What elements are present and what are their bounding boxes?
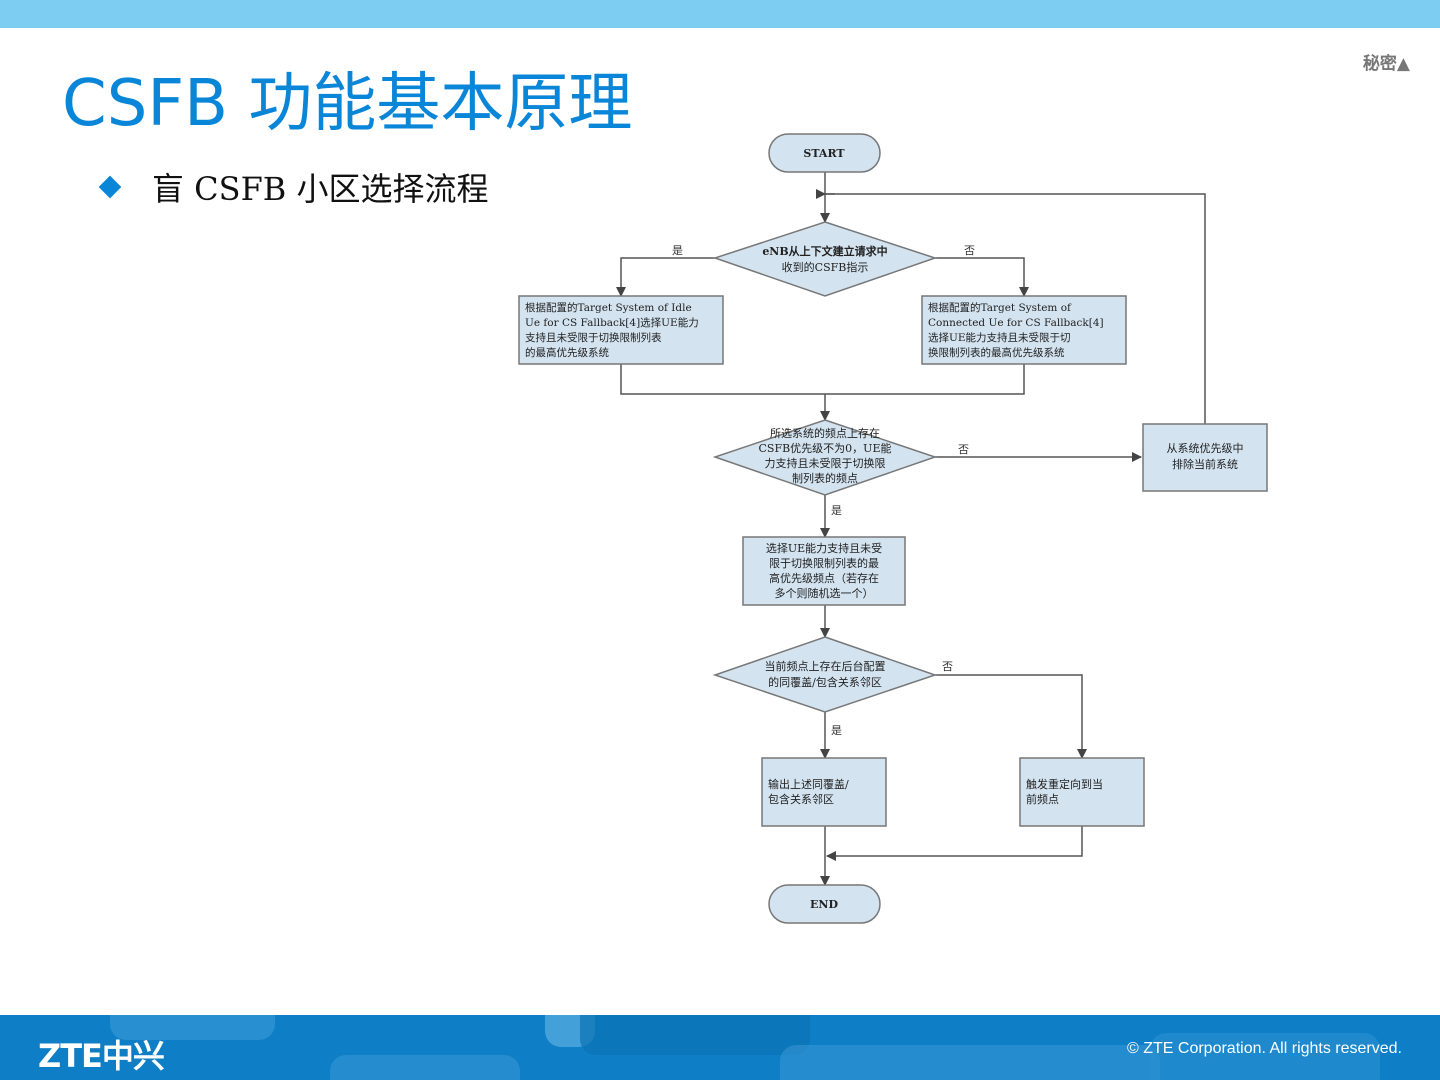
page-title: CSFB 功能基本原理 (62, 67, 633, 141)
decision2-line-2: CSFB优先级不为0，UE能 (759, 441, 892, 455)
start-node: START (768, 133, 881, 173)
select-box-line-2: 限于切换限制列表的最 (769, 556, 879, 570)
yes-label-3: 是 (831, 724, 842, 737)
output-box-line-1: 输出上述同覆盖/ (768, 777, 849, 791)
end-node: END (768, 884, 881, 924)
remove-system-box: 从系统优先级中 排除当前系统 (1142, 423, 1268, 492)
decision2-line-4: 制列表的频点 (792, 471, 858, 485)
select-box-line-1: 选择UE能力支持且未受 (766, 541, 882, 555)
select-frequency-box: 选择UE能力支持且未受 限于切换限制列表的最 高优先级频点（若存在 多个则随机选… (742, 536, 906, 606)
decision-neighbor-cell: 当前频点上存在后台配置 的同覆盖/包含关系邻区 (712, 636, 938, 713)
remove-box-line-1: 从系统优先级中 (1167, 442, 1244, 455)
output-box-line-2: 包含关系邻区 (768, 792, 834, 806)
bullet-item: 盲 CSFB 小区选择流程 (98, 164, 489, 210)
decision-csfb-indication: eNB从上下文建立请求中 收到的CSFB指示 (712, 221, 938, 297)
yes-label-2: 是 (831, 504, 842, 517)
connected-box-line-3: 选择UE能力支持且未受限于切 (928, 331, 1071, 344)
footer-bar: ZTE中兴 © ZTE Corporation. All rights rese… (0, 1015, 1440, 1080)
end-label: END (810, 898, 838, 911)
decision3-line-2: 的同覆盖/包含关系邻区 (768, 675, 882, 689)
top-accent-bar (0, 0, 1440, 28)
no-label-2: 否 (958, 443, 969, 456)
idle-box-line-4: 的最高优先级系统 (525, 346, 609, 359)
zte-logo: ZTE中兴 (38, 1037, 165, 1075)
connected-box-line-1: 根据配置的Target System of (928, 301, 1072, 314)
select-box-line-3: 高优先级频点（若存在 (769, 571, 879, 585)
decision3-line-1: 当前频点上存在后台配置 (765, 659, 886, 673)
connected-box-line-2: Connected Ue for CS Fallback[4] (928, 317, 1104, 329)
decision2-line-1: 所选系统的频点上存在 (770, 426, 880, 440)
select-box-line-4: 多个则随机选一个） (775, 586, 874, 600)
bullet-text: 盲 CSFB 小区选择流程 (152, 170, 489, 208)
output-neighbor-box: 输出上述同覆盖/ 包含关系邻区 (761, 757, 887, 827)
branch-labels: 是 否 否 是 否 是 (672, 244, 975, 737)
no-label-3: 否 (942, 660, 953, 673)
remove-box-line-2: 排除当前系统 (1172, 457, 1238, 471)
idle-target-system-box: 根据配置的Target System of Idle Ue for CS Fal… (518, 295, 724, 365)
decision1-line-2: 收到的CSFB指示 (782, 260, 869, 274)
flow-connectors (616, 172, 1206, 886)
copyright-text: © ZTE Corporation. All rights reserved. (1127, 1040, 1402, 1057)
idle-box-line-2: Ue for CS Fallback[4]选择UE能力 (525, 316, 699, 329)
idle-box-line-3: 支持且未受限于切换限制列表 (525, 331, 662, 344)
redirect-box-line-2: 前频点 (1026, 792, 1059, 806)
decision-csfb-priority: 所选系统的频点上存在 CSFB优先级不为0，UE能 力支持且未受限于切换限 制列… (712, 419, 938, 496)
decision1-line-1: eNB从上下文建立请求中 (762, 244, 887, 258)
redirect-box: 触发重定向到当 前频点 (1019, 757, 1145, 827)
connected-target-system-box: 根据配置的Target System of Connected Ue for C… (921, 295, 1127, 365)
idle-box-line-1: 根据配置的Target System of Idle (525, 301, 692, 314)
decision2-line-3: 力支持且未受限于切换限 (765, 456, 886, 470)
no-label-1: 否 (964, 244, 975, 257)
flowchart: START eNB从上下文建立请求中 收到的CSFB指示 根据配置的Target… (518, 133, 1268, 924)
yes-label-1: 是 (672, 244, 683, 257)
redirect-box-line-1: 触发重定向到当 (1026, 777, 1103, 791)
connected-box-line-4: 换限制列表的最高优先级系统 (928, 346, 1065, 359)
classification-label: 秘密▲ (1362, 54, 1410, 74)
start-label: START (803, 147, 845, 160)
